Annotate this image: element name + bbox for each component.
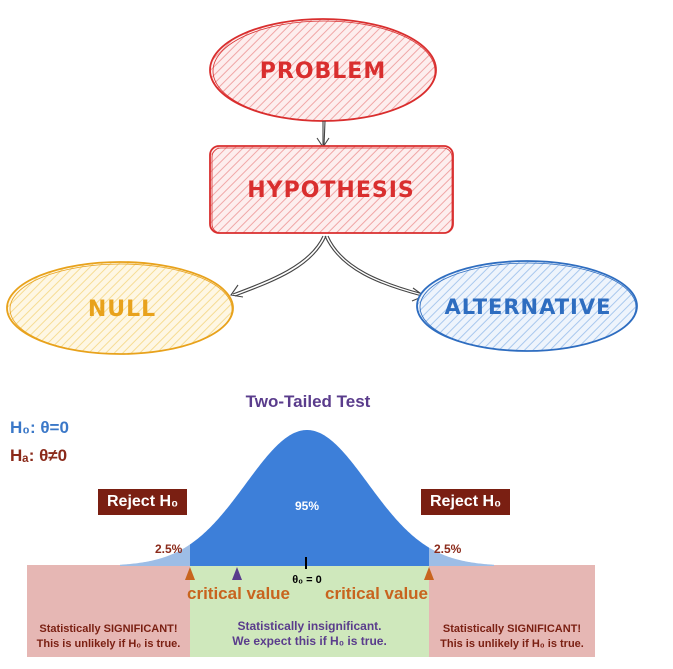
left-tail-area (120, 544, 190, 566)
right-zone-line-2: This is unlikely if H₀ is true. (440, 638, 584, 650)
middle-zone-text: Statistically insignificant. We expect t… (190, 619, 429, 649)
hypothesis-label: HYPOTHESIS (247, 178, 415, 203)
theta-label: θ₀ = 0 (292, 574, 322, 586)
alternative-hypothesis-label: Hₐ: θ≠0 (10, 446, 68, 465)
null-hypothesis-label: H₀: θ=0 (10, 418, 69, 437)
alternative-label: ALTERNATIVE (445, 295, 612, 319)
null-label: NULL (88, 297, 156, 322)
left-reject-zone (27, 565, 190, 657)
right-critical-marker (424, 567, 434, 580)
right-tail-area (429, 547, 494, 566)
left-tail-percent: 2.5% (155, 542, 183, 556)
center-percent-label: 95% (295, 499, 319, 513)
right-tail-percent: 2.5% (434, 542, 462, 556)
arrow-hypothesis-null (230, 235, 327, 298)
test-statistic-marker (232, 567, 242, 580)
left-critical-marker (185, 567, 195, 580)
center-area (190, 430, 429, 566)
middle-zone-line-2: We expect this if H₀ is true. (232, 634, 387, 648)
right-reject-zone (429, 565, 595, 657)
problem-node: PROBLEM (209, 18, 437, 122)
null-node: NULL (6, 261, 234, 355)
alternative-node: ALTERNATIVE (416, 260, 638, 352)
right-zone-text: Statistically SIGNIFICANT! This is unlik… (429, 622, 595, 652)
left-critical-label: critical value (187, 584, 291, 603)
right-critical-label: critical value (325, 584, 429, 603)
test-title: Two-Tailed Test (245, 392, 371, 411)
reject-left-badge: Reject H₀ (98, 489, 188, 515)
problem-label: PROBLEM (260, 59, 386, 84)
hypothesis-node: HYPOTHESIS (209, 145, 454, 234)
left-zone-line-2: This is unlikely if H₀ is true. (36, 638, 181, 650)
middle-zone-line-1: Statistically insignificant. (237, 619, 382, 633)
left-zone-line-1: Statistically SIGNIFICANT! (39, 623, 178, 635)
accept-zone (190, 565, 429, 657)
flowchart: PROBLEM HYPOTHESIS (6, 18, 638, 355)
reject-right-badge: Reject H₀ (421, 489, 511, 515)
left-zone-text: Statistically SIGNIFICANT! This is unlik… (27, 622, 190, 652)
right-zone-line-1: Statistically SIGNIFICANT! (442, 623, 582, 635)
